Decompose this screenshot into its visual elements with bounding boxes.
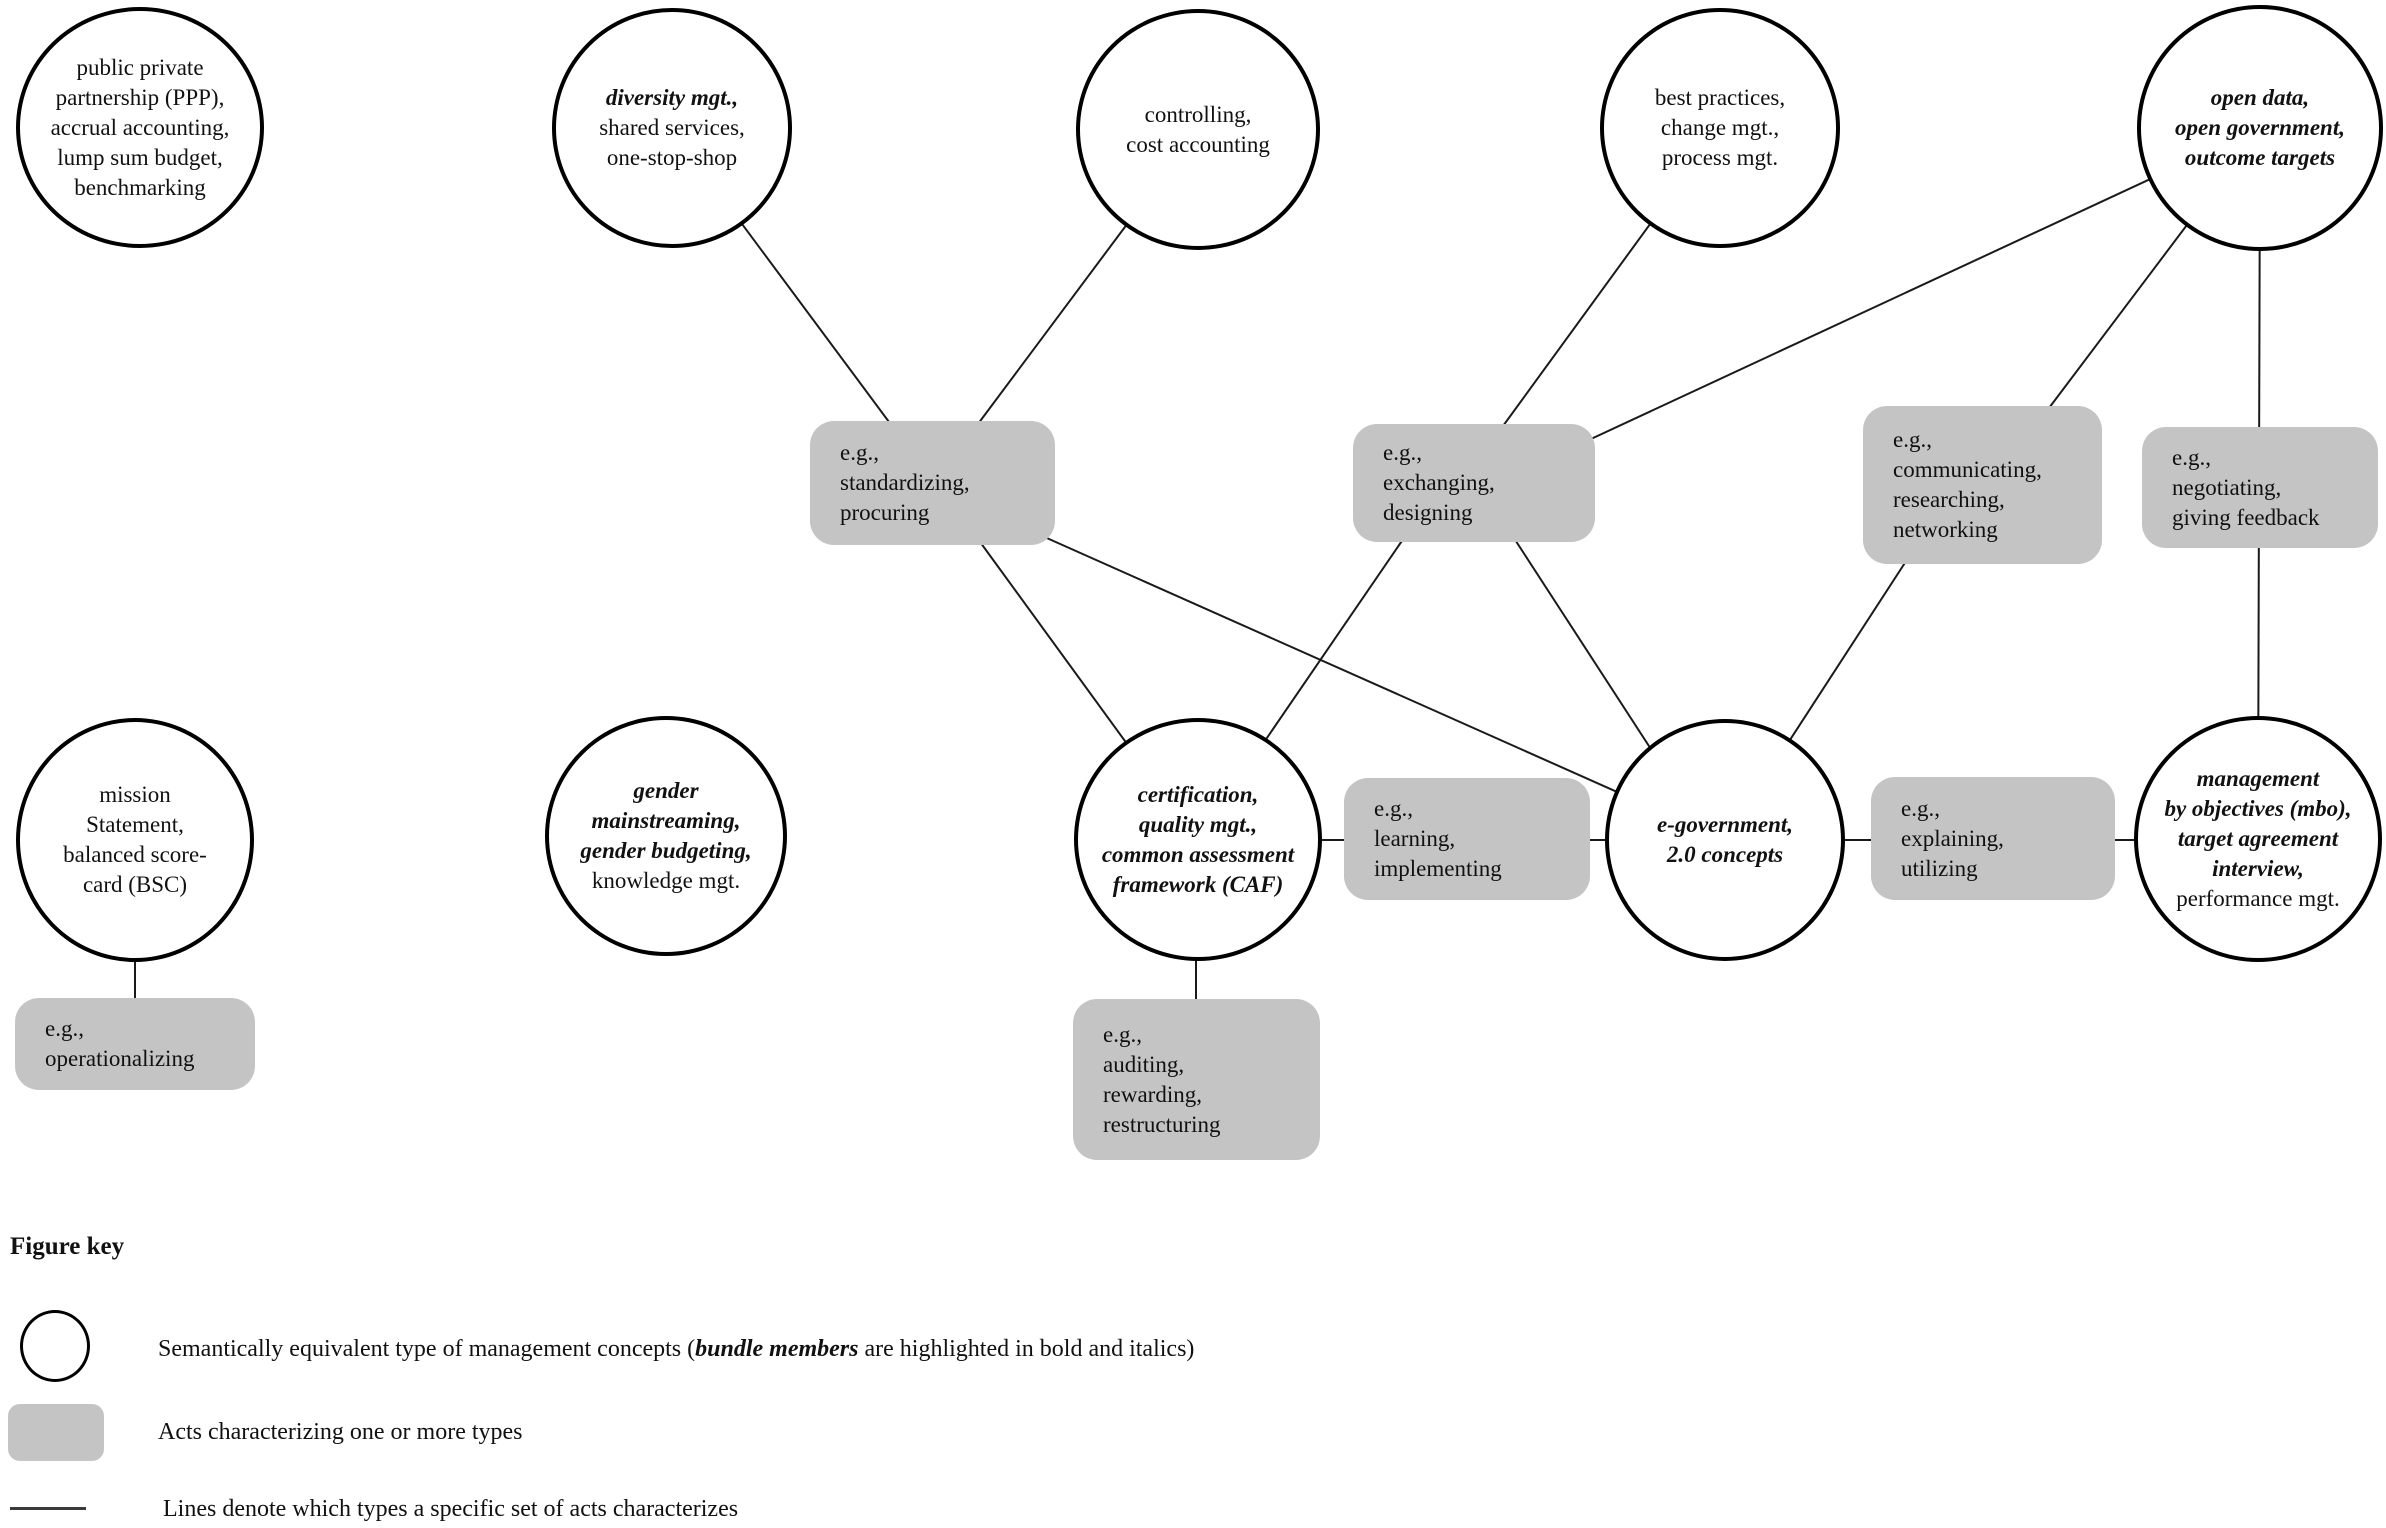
act-line: implementing bbox=[1374, 856, 1502, 881]
concept-line: quality mgt., bbox=[1138, 811, 1258, 837]
key-line-symbol bbox=[10, 1507, 86, 1510]
concept-line: outcome targets bbox=[2184, 145, 2336, 170]
edge-opendata-exchanging bbox=[1577, 127, 2261, 446]
concept-mission-statement: mission Statement, balanced score- card … bbox=[16, 718, 254, 962]
concept-line: by objectives (mbo), bbox=[2164, 796, 2352, 821]
act-line: e.g., bbox=[840, 440, 879, 465]
act-line: e.g., bbox=[1901, 795, 1940, 821]
concept-open-data: open data, open government, outcome targ… bbox=[2137, 5, 2383, 251]
act-standardizing: e.g., standardizing, procuring bbox=[810, 421, 1055, 545]
concept-line: lump sum budget, bbox=[57, 144, 223, 170]
act-line: e.g., bbox=[2172, 444, 2211, 470]
act-auditing: e.g., auditing, rewarding, restructuring bbox=[1073, 999, 1320, 1160]
concept-line: cost accounting bbox=[1126, 131, 1270, 157]
concept-line: open data, bbox=[2210, 85, 2310, 110]
concept-mbo: management by objectives (mbo), target a… bbox=[2134, 716, 2382, 962]
key-act-label: Acts characterizing one or more types bbox=[158, 1419, 523, 1445]
act-line: e.g., bbox=[1893, 427, 1932, 452]
act-line: learning, bbox=[1374, 826, 1456, 851]
concept-line: best practices, bbox=[1654, 85, 1786, 110]
concept-line: common assessment bbox=[1101, 841, 1295, 867]
key-concept-label: Semantically equivalent type of manageme… bbox=[158, 1334, 1194, 1364]
act-line: communicating, bbox=[1893, 457, 2042, 482]
act-line: designing bbox=[1383, 500, 1473, 525]
edge-standardizing-egovernment bbox=[1039, 534, 1726, 841]
act-communicating: e.g., communicating, researching, networ… bbox=[1863, 406, 2102, 564]
act-line: rewarding, bbox=[1103, 1081, 1202, 1107]
concept-line: diversity mgt., bbox=[605, 85, 739, 110]
concept-line: benchmarking bbox=[74, 174, 206, 200]
key-concept-label-emph: bundle members bbox=[695, 1336, 859, 1362]
act-line: researching, bbox=[1893, 487, 2005, 512]
act-line: negotiating, bbox=[2172, 474, 2282, 500]
concept-line: partnership (PPP), bbox=[55, 84, 225, 110]
concept-line: public private bbox=[76, 54, 204, 80]
concept-ppp: public private partnership (PPP), accrua… bbox=[16, 7, 264, 248]
act-operationalizing: e.g., operationalizing bbox=[15, 998, 255, 1090]
concept-diversity-mgt: diversity mgt., shared services, one-sto… bbox=[552, 8, 792, 248]
act-line: giving feedback bbox=[2172, 504, 2320, 530]
concept-line: e-government, bbox=[1656, 812, 1794, 837]
act-line: e.g., bbox=[45, 1016, 84, 1041]
concept-line: mission bbox=[99, 782, 171, 807]
concept-line: framework (CAF) bbox=[1112, 871, 1284, 897]
concept-egovernment: e-government, 2.0 concepts bbox=[1605, 719, 1845, 961]
act-line: procuring bbox=[840, 500, 930, 525]
act-line: networking bbox=[1893, 517, 1998, 542]
act-line: operationalizing bbox=[45, 1046, 195, 1071]
act-line: standardizing, bbox=[840, 470, 970, 495]
figure-key-title: Figure key bbox=[10, 1233, 125, 1260]
concept-line: interview, bbox=[2212, 856, 2304, 881]
concept-line: card (BSC) bbox=[82, 872, 188, 897]
concept-line: management bbox=[2196, 766, 2320, 791]
concept-line: mainstreaming, bbox=[591, 808, 741, 833]
concept-controlling: controlling, cost accounting bbox=[1076, 9, 1320, 250]
concept-certification-caf: certification, quality mgt., common asse… bbox=[1074, 718, 1322, 961]
concept-line: accrual accounting, bbox=[50, 114, 230, 140]
act-line: exchanging, bbox=[1383, 470, 1495, 495]
concept-line: certification, bbox=[1137, 781, 1259, 807]
concept-line: 2.0 concepts bbox=[1666, 842, 1784, 867]
act-line: restructuring bbox=[1103, 1111, 1221, 1137]
act-line: e.g., bbox=[1103, 1021, 1142, 1047]
concept-gender-mainstreaming: gender mainstreaming, gender budgeting, … bbox=[545, 716, 787, 956]
act-explaining: e.g., explaining, utilizing bbox=[1871, 777, 2115, 900]
concept-line: change mgt., bbox=[1660, 115, 1780, 140]
act-line: auditing, bbox=[1103, 1051, 1185, 1077]
concept-line: gender budgeting, bbox=[580, 838, 752, 863]
concept-line: knowledge mgt. bbox=[591, 868, 741, 893]
act-negotiating: e.g., negotiating, giving feedback bbox=[2142, 427, 2378, 548]
key-concept-label-pre: Semantically equivalent type of manageme… bbox=[158, 1336, 696, 1362]
concept-line: gender bbox=[633, 778, 699, 803]
key-act-symbol bbox=[8, 1404, 104, 1461]
key-concept-symbol bbox=[20, 1310, 90, 1382]
act-line: e.g., bbox=[1383, 440, 1422, 465]
concept-line: process mgt. bbox=[1661, 145, 1779, 170]
concept-line: target agreement bbox=[2177, 826, 2339, 851]
act-line: e.g., bbox=[1374, 796, 1413, 821]
concept-line: one-stop-shop bbox=[606, 145, 738, 170]
act-learning: e.g., learning, implementing bbox=[1344, 778, 1590, 900]
concept-line: Statement, bbox=[86, 812, 184, 837]
concept-line: balanced score- bbox=[63, 842, 207, 867]
concept-line: open government, bbox=[2175, 115, 2345, 140]
concept-line: shared services, bbox=[599, 115, 745, 140]
concept-best-practices: best practices, change mgt., process mgt… bbox=[1600, 8, 1840, 248]
act-line: utilizing bbox=[1901, 855, 1978, 881]
concept-line: performance mgt. bbox=[2176, 886, 2340, 911]
concept-line: controlling, bbox=[1144, 101, 1252, 127]
act-line: explaining, bbox=[1901, 825, 2004, 851]
act-exchanging: e.g., exchanging, designing bbox=[1353, 424, 1595, 542]
key-line-label: Lines denote which types a specific set … bbox=[163, 1496, 739, 1522]
key-concept-label-post: are highlighted in bold and italics) bbox=[858, 1336, 1195, 1362]
